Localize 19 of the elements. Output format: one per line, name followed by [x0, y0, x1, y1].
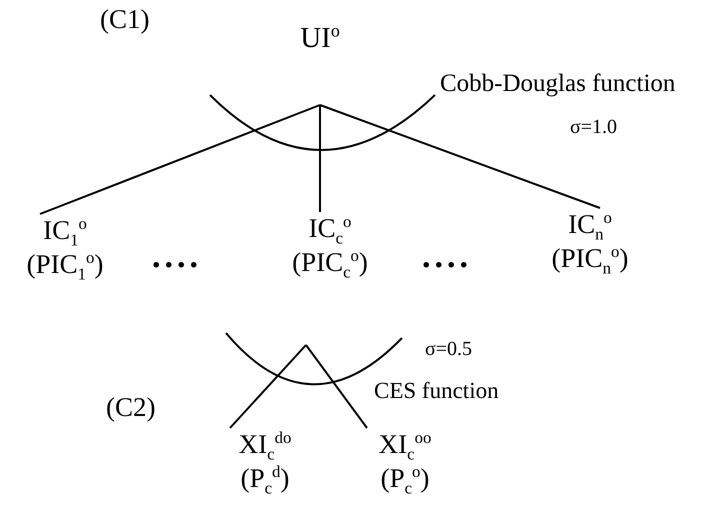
connector-line: [320, 104, 600, 209]
variable-label: (PIC$_{1}$$^{o}$): [26, 248, 104, 282]
connector-line: [319, 105, 321, 212]
annotation-label: σ=0.5: [425, 338, 472, 361]
annotation-label: (C1): [100, 4, 150, 35]
variable-label: (P$_{c}$$^{o}$): [380, 462, 430, 496]
annotation-label: σ=1.0: [570, 116, 618, 139]
annotation-label: (C2): [106, 392, 156, 423]
variable-label: (PIC$_{n}$$^{o}$): [552, 242, 628, 276]
ellipsis-label: ....: [422, 238, 472, 276]
annotation-label: CES function: [374, 378, 499, 404]
variable-label: (PIC$_{c}$$^{o}$): [292, 246, 368, 280]
connector-line: [229, 344, 307, 429]
variable-label: (P$_{c}$$^{d}$): [240, 462, 290, 496]
ellipsis-label: ....: [152, 238, 202, 276]
annotation-label: Cobb-Douglas function: [440, 70, 676, 98]
connector-line: [40, 104, 320, 215]
variable-label: UI$^{o}$: [300, 20, 340, 56]
connector-line: [305, 344, 368, 429]
